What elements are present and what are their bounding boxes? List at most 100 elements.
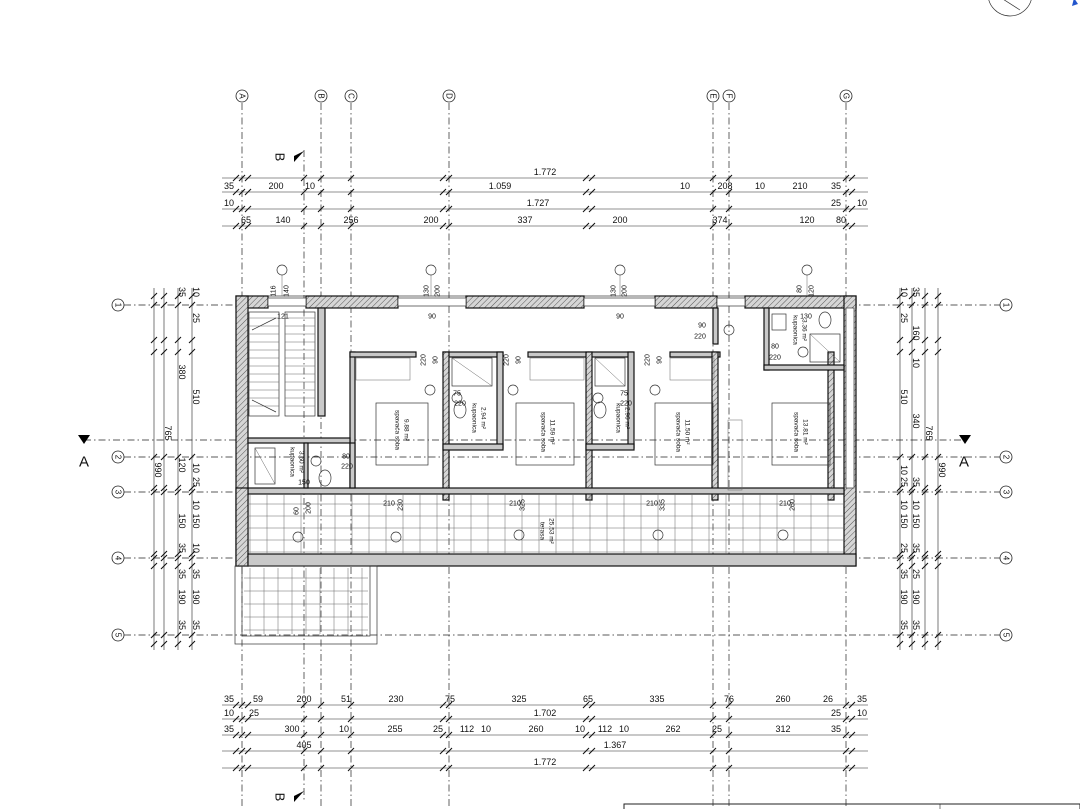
dimension-tick	[244, 222, 252, 230]
grid-label-B: B	[317, 93, 326, 98]
dimension-tick	[848, 174, 856, 182]
dimension-value: 25	[831, 708, 841, 718]
dimension-tick	[150, 301, 158, 309]
dimension-tick	[908, 554, 916, 562]
dimension-tick	[445, 715, 453, 723]
dimension-tick	[174, 550, 182, 558]
dimension-value: 120	[177, 457, 187, 472]
dimension-tick	[896, 301, 904, 309]
dimension-value: 35	[831, 724, 841, 734]
dimension-value: 10	[224, 198, 234, 208]
dimension-value: 35	[177, 620, 187, 630]
dimension-value: 35	[899, 620, 909, 630]
bedroom-furniture	[355, 357, 831, 491]
dimension-tick	[300, 205, 308, 213]
room-name: kupaonica	[792, 315, 799, 345]
grid-label-left-3: 3	[114, 490, 123, 495]
dimension-tick	[709, 174, 717, 182]
dimension-value: 190	[191, 589, 201, 604]
section-label-a-right: A	[959, 454, 969, 471]
opening-dimension: 210	[779, 501, 791, 508]
dimension-tick	[188, 631, 196, 639]
opening-dimension: 220	[341, 464, 353, 471]
dimension-tick	[445, 174, 453, 182]
dimension-value: 1.059	[489, 181, 512, 191]
grid-label-right-2: 2	[1002, 455, 1011, 460]
dimension-tick	[439, 174, 447, 182]
dimension-tick	[347, 764, 355, 772]
grid-bubble-A	[235, 89, 249, 103]
opening-dimension: 121	[277, 314, 289, 321]
dimension-value: 510	[191, 389, 201, 404]
dimension-tick	[300, 701, 308, 709]
dimension-tick	[317, 731, 325, 739]
dimension-value: 300	[284, 724, 299, 734]
dimension-tick	[908, 640, 916, 648]
opening-dimension: 200	[622, 285, 629, 297]
dimension-value: 208	[717, 181, 732, 191]
opening-dimension: 75	[453, 391, 461, 398]
room-name: kupaonica	[289, 447, 296, 477]
grid-bubble-right-4	[999, 551, 1013, 565]
room-area: 3.60 m²	[298, 451, 305, 474]
dimension-tick	[188, 301, 196, 309]
dimension-value: 510	[899, 389, 909, 404]
dimension-value: 765	[924, 425, 934, 440]
grid-label-left-5: 5	[114, 633, 123, 638]
dimension-value: 335	[649, 694, 664, 704]
dimension-tick	[439, 222, 447, 230]
room-area: 11.59 m²	[549, 419, 556, 445]
opening-dimension: 90	[428, 314, 436, 321]
room-area: 9.88 m²	[403, 419, 410, 442]
grid-label-left-2: 2	[114, 455, 123, 460]
section-label-b-bottom: B	[273, 793, 288, 802]
dimension-tick	[238, 701, 246, 709]
section-arrow-icon	[959, 435, 971, 444]
dimension-value: 35	[191, 620, 201, 630]
grid-bubble-left-1	[111, 298, 125, 312]
dimension-value: 990	[153, 462, 163, 477]
dimension-tick	[709, 701, 717, 709]
dimension-value: 1.772	[534, 167, 557, 177]
dimension-tick	[150, 488, 158, 496]
dimension-value: 312	[775, 724, 790, 734]
dimension-tick	[317, 174, 325, 182]
section-label-b-top: B	[273, 153, 288, 162]
grid-label-left-1: 1	[114, 303, 123, 308]
dimension-tick	[709, 731, 717, 739]
dimension-tick	[725, 188, 733, 196]
dimension-tick	[896, 550, 904, 558]
dimension-tick	[709, 715, 717, 723]
dimension-tick	[921, 640, 929, 648]
dimension-value: 35	[899, 569, 909, 579]
dimension-value: 25	[191, 477, 201, 487]
dimension-tick	[439, 764, 447, 772]
dimension-tick	[300, 747, 308, 755]
dimension-tick	[588, 174, 596, 182]
grid-label-right-1: 1	[1002, 303, 1011, 308]
dimension-value: 190	[177, 589, 187, 604]
dimension-tick	[174, 292, 182, 300]
dimension-value: 25	[433, 724, 443, 734]
dimension-tick	[725, 764, 733, 772]
dimension-tick	[445, 731, 453, 739]
dimension-value: 1.367	[604, 740, 627, 750]
dimension-value: 255	[387, 724, 402, 734]
dimension-tick	[445, 764, 453, 772]
dimension-tick	[848, 764, 856, 772]
dimension-tick	[174, 562, 182, 570]
dimension-tick	[174, 640, 182, 648]
dimension-tick	[934, 292, 942, 300]
dimension-tick	[582, 764, 590, 772]
dimension-tick	[188, 550, 196, 558]
grid-bubble-right-2	[999, 450, 1013, 464]
opening-dimension: 90	[433, 356, 440, 364]
dimension-tick	[934, 484, 942, 492]
dimension-tick	[238, 222, 246, 230]
dimension-value: 120	[799, 215, 814, 225]
dimension-tick	[842, 731, 850, 739]
dimension-tick	[445, 188, 453, 196]
room-name: kupaonica	[615, 403, 622, 433]
dimension-value: 112	[598, 724, 612, 734]
dimension-tick	[934, 631, 942, 639]
